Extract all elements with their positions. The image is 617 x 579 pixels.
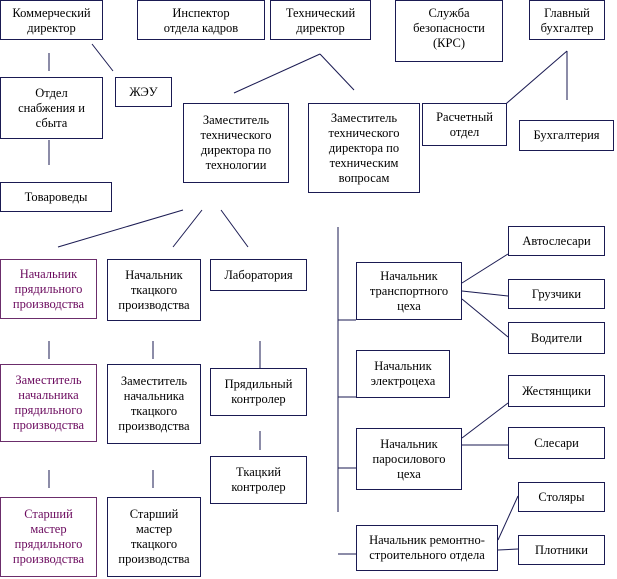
housing-office-box: ЖЭУ — [115, 77, 172, 107]
connector-line — [220, 209, 249, 248]
spinning-head-box: Начальник прядильного производства — [0, 259, 97, 319]
joiners-box: Столяры — [518, 482, 605, 512]
payroll-dept-box: Расчетный отдел — [422, 103, 507, 146]
steam-power-head-box: Начальник паросилового цеха — [356, 428, 462, 490]
fitters-box: Слесари — [508, 427, 605, 459]
connector-line — [233, 53, 321, 94]
node-label: Заместитель технического директора по те… — [328, 110, 400, 185]
laboratory-box: Лаборатория — [210, 259, 307, 291]
carpenters-box: Плотники — [518, 535, 605, 565]
supply-sales-dept-box: Отдел снабжения и сбыта — [0, 77, 103, 139]
connector-line — [57, 209, 184, 248]
node-label: Автослесари — [522, 233, 591, 248]
node-label: Старший мастер прядильного производства — [12, 507, 85, 566]
deputy-tech-technical-box: Заместитель технического директора по те… — [308, 103, 420, 193]
connector-line — [172, 209, 203, 248]
connector-line — [497, 495, 519, 541]
node-label: Водители — [530, 330, 583, 345]
commercial-director-box: Коммерческий директор — [0, 0, 103, 40]
connector-line — [461, 290, 509, 297]
spinning-controller-box: Прядильный контролер — [210, 368, 307, 416]
connector-line — [461, 253, 509, 284]
node-label: Плотники — [535, 542, 588, 557]
node-label: Заместитель начальника ткацкого производ… — [118, 374, 190, 433]
chief-accountant-box: Главный бухгалтер — [529, 0, 605, 40]
node-label: Товароведы — [24, 189, 88, 204]
electrical-head-box: Начальник электроцеха — [356, 350, 450, 398]
loaders-box: Грузчики — [508, 279, 605, 309]
node-label: Инспектор отдела кадров — [163, 6, 239, 35]
node-label: Коммерческий директор — [12, 6, 91, 35]
node-label: Расчетный отдел — [436, 109, 493, 139]
node-label: Ткацкий контролер — [231, 465, 286, 494]
weaving-head-box: Начальник ткацкого производства — [107, 259, 201, 321]
node-label: Начальник паросилового цеха — [372, 436, 446, 481]
merchandisers-box: Товароведы — [0, 182, 112, 212]
node-label: Столяры — [538, 489, 585, 504]
node-label: Начальник ремонтно- строительного отдела — [369, 533, 485, 562]
node-label: Бухгалтерия — [533, 128, 600, 142]
transport-head-box: Начальник транспортного цеха — [356, 262, 462, 320]
node-label: Начальник прядильного производства — [12, 266, 85, 311]
accounting-box: Бухгалтерия — [519, 120, 614, 151]
technical-director-box: Технический директор — [270, 0, 371, 40]
connector-line — [319, 53, 355, 91]
drivers-box: Водители — [508, 322, 605, 354]
connector-line — [461, 298, 509, 338]
node-label: Отдел снабжения и сбыта — [18, 85, 85, 130]
node-label: ЖЭУ — [129, 84, 158, 99]
node-label: Начальник транспортного цеха — [369, 268, 449, 313]
connector-line — [497, 548, 519, 551]
tinsmiths-box: Жестянщики — [508, 375, 605, 407]
node-label: Заместитель технического директора по те… — [200, 113, 272, 172]
node-label: Начальник электроцеха — [370, 359, 436, 388]
node-label: Начальник ткацкого производства — [118, 267, 190, 312]
hr-inspector-box: Инспектор отдела кадров — [137, 0, 265, 40]
node-label: Слесари — [534, 435, 579, 450]
node-label: Служба безопасности (КРС) — [413, 6, 485, 50]
node-label: Старший мастер ткацкого производства — [118, 507, 190, 566]
repair-construction-head-box: Начальник ремонтно- строительного отдела — [356, 525, 498, 571]
connector-line — [499, 50, 568, 110]
connector-line — [91, 43, 114, 72]
node-label: Прядильный контролер — [224, 377, 293, 406]
weaving-deputy-box: Заместитель начальника ткацкого производ… — [107, 364, 201, 444]
node-label: Жестянщики — [522, 383, 591, 398]
weaving-senior-master-box: Старший мастер ткацкого производства — [107, 497, 201, 577]
security-service-box: Служба безопасности (КРС) — [395, 0, 503, 62]
auto-mechanics-box: Автослесари — [508, 226, 605, 256]
node-label: Грузчики — [531, 286, 582, 301]
spinning-senior-master-box: Старший мастер прядильного производства — [0, 497, 97, 577]
node-label: Главный бухгалтер — [540, 6, 594, 35]
node-label: Заместитель начальника прядильного произ… — [12, 373, 85, 432]
node-label: Лаборатория — [224, 267, 293, 282]
weaving-controller-box: Ткацкий контролер — [210, 456, 307, 504]
node-label: Технический директор — [285, 6, 356, 35]
spinning-deputy-box: Заместитель начальника прядильного произ… — [0, 364, 97, 442]
connector-line — [461, 402, 509, 439]
deputy-tech-technology-box: Заместитель технического директора по те… — [183, 103, 289, 183]
